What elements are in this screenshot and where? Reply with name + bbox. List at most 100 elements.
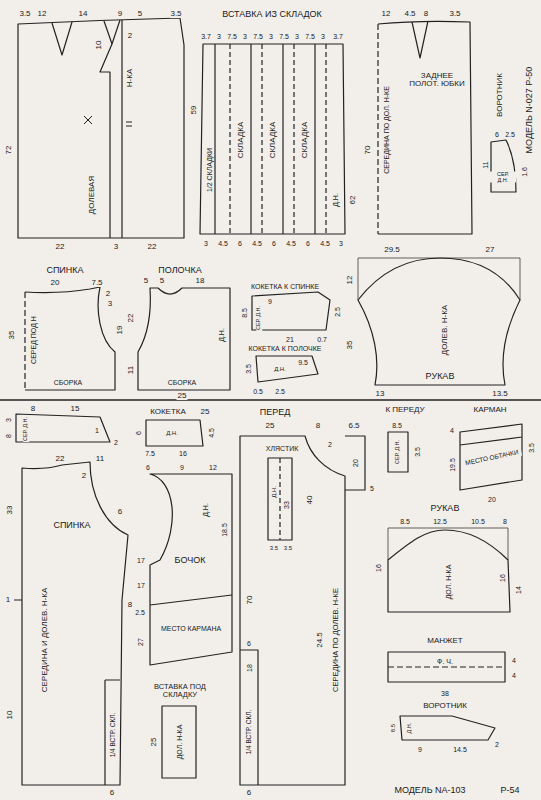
dimension-label: 11 (482, 160, 489, 169)
pattern-piece: ДОЛЕВ. Н-КАРУКАВ (345, 245, 525, 397)
dimension-label: 14.5 (452, 746, 468, 753)
dimension-label: 9.5 (297, 359, 309, 366)
pattern-piece: ВСТАВКА ИЗ СКЛАДОК1/2 СКЛАДКИСКЛАДКАСКЛА… (196, 6, 350, 238)
dimension-label: 3 (113, 243, 119, 251)
piece-label: Д.Н. (271, 485, 277, 499)
piece-label: Н-КА (126, 68, 134, 88)
dimension-label: 2.5 (504, 131, 516, 138)
dimension-label: 4.5 (319, 240, 331, 247)
dimension-label: 10.5 (470, 518, 486, 525)
piece-label: Д.Н. (273, 366, 287, 372)
dimension-label: 4 (511, 672, 517, 679)
dimension-label: 8 (30, 405, 36, 413)
pattern-piece: БОЧОКД.Н.МЕСТО КАРМАНА (134, 472, 238, 667)
dimension-label: 25 (177, 392, 188, 400)
dimension-label: 3.5 (18, 10, 31, 18)
dimension-label: 8 (502, 518, 508, 525)
dimension-label: 4.5 (208, 427, 215, 439)
piece-label: КОКЕТКА (149, 408, 187, 416)
dimension-label: 3 (338, 240, 344, 247)
dimension-label: 40 (306, 495, 314, 506)
dimension-label: 35 (8, 330, 16, 341)
dimension-label: 18 (246, 663, 253, 673)
pattern-piece: ДОЛЕВАЯН-КА (15, 18, 187, 240)
dimension-label: 3 (107, 300, 113, 308)
dimension-label: 6 (271, 240, 277, 247)
pattern-piece: МАНЖЕТФ. Ч. (380, 633, 510, 687)
dimension-label: 3.5 (414, 446, 421, 458)
dimension-label: 15 (70, 405, 81, 413)
dimension-label: 25 (150, 737, 158, 748)
dimension-label: 7.5 (90, 279, 103, 287)
dimension-label: 70 (364, 145, 372, 156)
piece-label: Д.Н. (332, 192, 339, 208)
dimension-label: 8 (5, 433, 12, 439)
dimension-label: 4.5 (251, 240, 263, 247)
dimension-label: 17 (136, 582, 146, 589)
dimension-label: 19 (116, 325, 124, 336)
dimension-label: 2 (327, 441, 333, 448)
dimension-label: 2.5 (274, 388, 286, 395)
dimension-label: 19.5 (449, 457, 456, 473)
dimension-label: 3.5 (283, 545, 293, 551)
dimension-label: 2 (494, 741, 500, 748)
dimension-label: 38 (440, 690, 450, 697)
dimension-label: 8.5 (241, 307, 248, 319)
dimension-label: 8 (315, 422, 321, 430)
piece-label: СЕРЕД ПОД Н (30, 315, 37, 365)
piece-label: Д.Н. (165, 430, 179, 436)
piece-label: ВСТАВКА ИЗ СКЛАДОК (221, 10, 323, 19)
dimension-label: 3 (203, 240, 209, 247)
dimension-label: 3 (216, 33, 222, 40)
piece-label: СКЛАДКА (301, 121, 309, 160)
piece-label: СЕРЕДИНА ПО ДОЛЕВ. Н-КЕ (332, 587, 340, 693)
piece-label: СПИНКА (52, 521, 91, 530)
dimension-label: 4 (449, 427, 455, 434)
pattern-piece: ЗАДНЕЕ ПОЛОТ. ЮБКИСЕРЕДИНА ПО ДОЛ. Н-КЕ (374, 18, 474, 238)
piece-label: Д.Н. (202, 502, 209, 518)
dimension-label: 16 (178, 450, 188, 457)
dimension-label: 22 (127, 313, 135, 324)
piece-label: ВСТАВКА ПОД СКЛАДКУ (139, 683, 221, 698)
dimension-label: 70 (246, 595, 254, 606)
dimension-label: 18 (195, 277, 206, 285)
dimension-label: 7.5 (304, 33, 316, 40)
dimension-label: 21 (285, 336, 295, 343)
dimension-label: 3.7 (332, 33, 344, 40)
dimension-label: 6.5 (347, 422, 360, 430)
dimension-label: 62 (349, 195, 357, 206)
dimension-label: 3 (294, 33, 300, 40)
dimension-label: 16 (375, 563, 382, 573)
dimension-label: 7.5 (278, 33, 290, 40)
piece-label: КОКЕТКА К ПОЛОЧКЕ (248, 345, 323, 352)
piece-label: РУКАВ (430, 504, 461, 513)
dimension-label: 2 (105, 290, 111, 298)
piece-label: КОКЕТКА К СПИНКЕ (250, 283, 320, 290)
dimension-label: 33 (6, 505, 14, 516)
piece-label: БОЧОК (174, 556, 207, 565)
dimension-label: 17 (136, 557, 146, 564)
dimension-label: 1 (5, 596, 11, 604)
dimension-label: 13.5 (491, 390, 509, 398)
dimension-label: 16 (499, 573, 506, 583)
dimension-label: 14 (78, 10, 89, 18)
piece-label: СЕР. Д.Н. (256, 305, 262, 331)
dimension-label: 8.5 (390, 723, 396, 733)
dimension-label: 22 (55, 243, 66, 251)
dimension-label: 3.5 (269, 545, 279, 551)
pattern-piece: КАРМАНМЕСТО ОБТАЧКИ (448, 402, 532, 494)
dimension-label: 3.5 (448, 10, 461, 18)
dimension-label: 4.5 (217, 240, 229, 247)
dimension-label: 3.5 (169, 10, 182, 18)
dimension-label: 6 (135, 430, 142, 436)
dimension-label: 4.5 (403, 10, 416, 18)
dimension-label: 27 (137, 637, 144, 647)
dimension-label: 14 (515, 585, 522, 595)
dimension-label: 6 (246, 789, 252, 797)
piece-label: СЕР. Д.Н. (23, 416, 29, 442)
dimension-label: 12.5 (432, 518, 448, 525)
dimension-label: 2 (113, 439, 119, 446)
dimension-label: 12 (346, 275, 354, 286)
dimension-label: 5 (137, 10, 143, 18)
dimension-label: 6 (117, 508, 123, 516)
